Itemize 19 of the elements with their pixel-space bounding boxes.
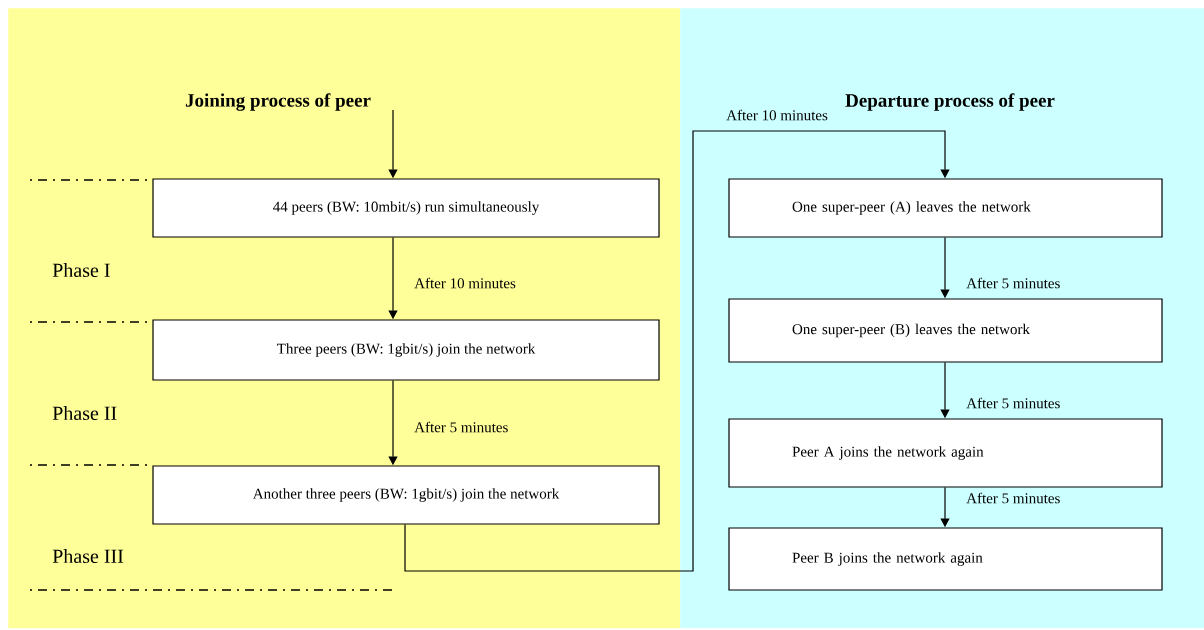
- phase-label: Phase II: [52, 405, 117, 421]
- panel-title: Joining process of peer: [185, 93, 371, 111]
- process-box: 44 peers (BW: 10mbit/s) run simultaneously: [152, 178, 660, 238]
- edge-label: After 5 minutes: [966, 397, 1060, 409]
- phase-label: Phase I: [52, 262, 110, 278]
- edge-label: After 5 minutes: [414, 421, 508, 433]
- process-box: Three peers (BW: 1gbit/s) join the network: [152, 319, 660, 381]
- phase-label: Phase III: [52, 548, 124, 564]
- process-box: Peer A joins the network again: [728, 418, 1163, 488]
- edge-label: After 5 minutes: [966, 277, 1060, 289]
- process-box: One super-peer (A) leaves the network: [728, 178, 1163, 238]
- process-box: One super-peer (B) leaves the network: [728, 298, 1163, 363]
- panel-title: Departure process of peer: [845, 93, 1055, 111]
- arrow: [404, 130, 950, 572]
- edge-label: After 5 minutes: [966, 492, 1060, 504]
- process-box: Peer B joins the network again: [728, 527, 1163, 591]
- process-box: Another three peers (BW: 1gbit/s) join the network: [152, 465, 660, 525]
- edge-label: After 10 minutes: [726, 109, 828, 121]
- edge-label: After 10 minutes: [414, 277, 516, 289]
